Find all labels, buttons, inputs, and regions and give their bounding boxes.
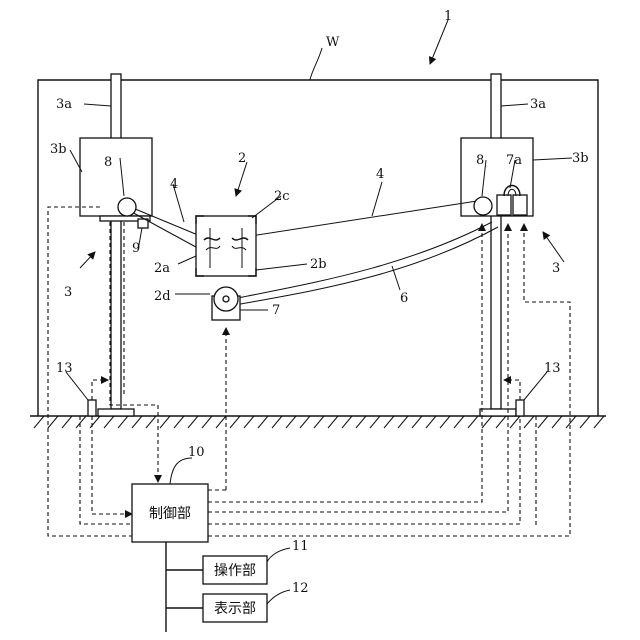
hatch-line [468,416,478,428]
label-7: 7 [272,303,280,318]
hatch-line [454,416,464,428]
label-6: 6 [400,291,408,306]
label-2: 2 [238,151,246,166]
hatch-line [160,416,170,428]
hatch-line [118,416,128,428]
hatch-line [440,416,450,428]
hatch-line [132,416,142,428]
target-object [196,216,256,276]
label-8-left: 8 [104,155,112,170]
label-13-left: 13 [56,361,73,376]
hatch-line [258,416,268,428]
hatch-line [244,416,254,428]
hatch-line [314,416,324,428]
left-sensor [88,400,96,416]
display-box-label: 表示部 [214,601,256,617]
label-3-right: 3 [552,261,560,276]
hatch-line [76,416,86,428]
operation-box-label: 操作部 [214,563,256,579]
label-4-left: 4 [170,177,178,192]
right-pulley [474,197,492,215]
hatch-line [594,416,604,428]
hatch-line [216,416,226,428]
hatch-line [62,416,72,428]
label-9: 9 [132,241,140,256]
hatch-line [482,416,492,428]
hatch-line [188,416,198,428]
label-2c: 2c [274,189,290,204]
hatch-line [580,416,590,428]
hatch-line [230,416,240,428]
hatch-line [426,416,436,428]
label-3a-left: 3a [56,97,72,112]
hatch-line [174,416,184,428]
hatch-line [342,416,352,428]
wire-right [244,201,477,237]
hatch-line [510,416,520,428]
hatch-line [552,416,562,428]
hatch-line [356,416,366,428]
hatch-line [328,416,338,428]
label-3-left: 3 [64,285,72,300]
control-box-label: 制御部 [149,506,191,522]
hatch-line [524,416,534,428]
hatch-line [34,416,44,428]
label-12: 12 [292,581,309,596]
label-13-right: 13 [544,361,561,376]
right-sensor [516,400,524,416]
label-w: W [326,35,340,50]
label-3a-right: 3a [530,97,546,112]
label-1: 1 [444,9,452,24]
hatch-line [412,416,422,428]
label-2a: 2a [154,261,170,276]
hatch-line [146,416,156,428]
label-2b: 2b [310,257,327,272]
hatch-line [202,416,212,428]
label-3b-left: 3b [50,142,67,157]
hatch-line [566,416,576,428]
label-11: 11 [292,539,309,554]
workspace-frame [38,80,598,416]
cable-outer [230,227,498,306]
hatch-line [104,416,114,428]
hatch-line [286,416,296,428]
hatch-line [384,416,394,428]
hatch-line [538,416,548,428]
label-8-right: 8 [476,153,484,168]
left-pillar [98,74,134,416]
hatch-line [272,416,282,428]
label-7a: 7a [506,153,522,168]
label-2d: 2d [154,289,171,304]
label-10: 10 [188,445,205,460]
probe-unit [212,287,240,320]
label-4-right: 4 [376,167,384,182]
right-pillar [480,74,516,416]
hatch-line [398,416,408,428]
label-3b-right: 3b [572,151,589,166]
hatch-line [300,416,310,428]
hatch-line [370,416,380,428]
left-camera-unit [80,138,152,228]
hatch-line [48,416,58,428]
hatch-line [496,416,506,428]
left-pulley [118,198,136,216]
